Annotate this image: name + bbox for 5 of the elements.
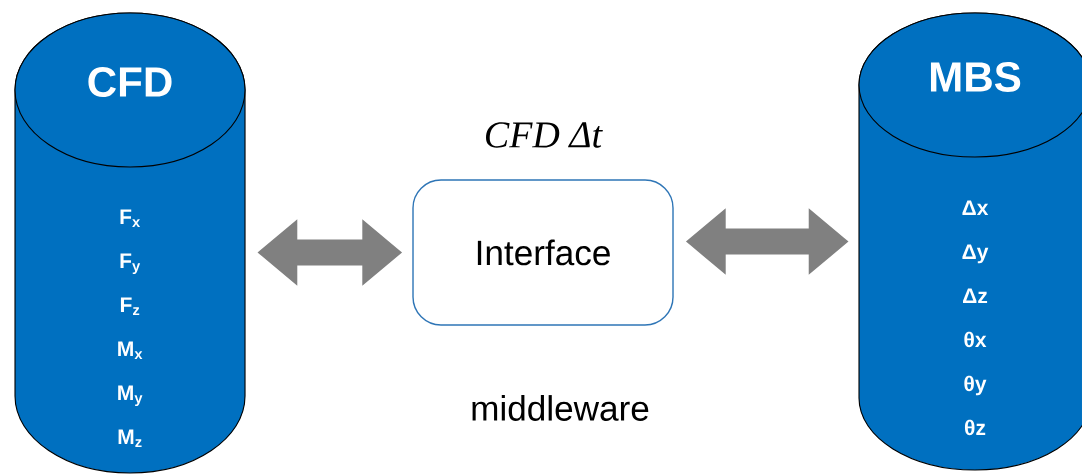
cylinder: CFD F$_{x}$ F$_{y}$ F$_{z}$ M$_{x}$ M$_{y}$ M$_{z}$	[14, 12, 246, 474]
formula-caption: CFD Δt	[486, 122, 603, 148]
cylinder: MBS Δx Δy Δz θx θy θz	[858, 12, 1082, 471]
process-box: Interface	[412, 179, 674, 326]
caption: middleware	[472, 395, 649, 421]
